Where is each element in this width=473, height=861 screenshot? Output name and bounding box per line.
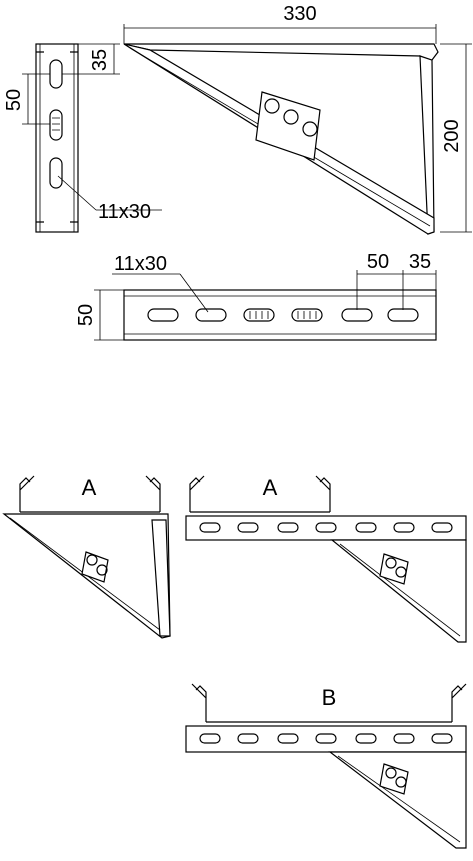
rail-slot-4 — [315, 522, 337, 533]
slot-leader — [57, 175, 97, 211]
rail-body — [123, 289, 437, 341]
tray-hook-right — [145, 475, 161, 512]
rail-height-label: 50 — [75, 304, 97, 326]
rail-slot-4 — [291, 308, 323, 322]
rail-slot-2 — [237, 522, 259, 533]
rail-slot-3 — [277, 733, 299, 744]
rail-slot-6 — [393, 733, 415, 744]
clamp-hole-1 — [385, 557, 397, 569]
rail-slot-7 — [431, 733, 453, 744]
installation-view-b: B — [185, 683, 467, 849]
rail-slot-5 — [355, 522, 377, 533]
bracket-view: 330 200 — [123, 3, 472, 235]
rail-slot-6 — [387, 308, 419, 322]
tray-hook-left — [191, 683, 207, 722]
side-profile-view: 35 50 11x30 — [3, 43, 162, 233]
clamp-hole-1 — [86, 554, 98, 566]
rail-slot-4-hatch — [297, 311, 317, 319]
rail-slot-2 — [195, 308, 227, 322]
rail-slot-5 — [355, 733, 377, 744]
rail-slot-2 — [237, 733, 259, 744]
clamp-hole-2 — [96, 564, 108, 576]
profile-slot-2 — [49, 109, 63, 141]
clamp-hole-2 — [283, 109, 299, 125]
rail-slot-6 — [393, 522, 415, 533]
rail-slot-3 — [243, 308, 275, 322]
clamp-hole-1 — [264, 98, 280, 114]
profile-flanges — [36, 51, 78, 223]
rail-slot-leader — [179, 273, 209, 313]
profile-slot-2-hatch — [52, 117, 60, 131]
bracket-strut — [330, 539, 467, 643]
clamp-hole-2 — [395, 566, 407, 578]
rail-view: 50 11x30 50 35 — [75, 251, 437, 341]
dim-35-label: 35 — [89, 49, 111, 71]
profile-body — [35, 43, 79, 233]
tray-hook-right — [315, 475, 331, 512]
rail-slot-4 — [315, 733, 337, 744]
profile-slot-1 — [49, 59, 63, 89]
rail-slot-5 — [341, 308, 373, 322]
tray-hook-left — [19, 475, 35, 512]
clamp-hole-1 — [385, 767, 397, 779]
dim-330-label: 330 — [283, 3, 316, 25]
clamp-hole-3 — [302, 121, 318, 137]
installation-view-a-right: A — [185, 475, 467, 643]
rail-slot-1 — [199, 522, 221, 533]
slot-size-label: 11x30 — [98, 201, 151, 223]
rail-slot-size-label: 11x30 — [114, 253, 167, 275]
bracket-clamp-plate — [255, 91, 321, 161]
clamp-hole-2 — [395, 776, 407, 788]
bracket-top-arm — [123, 43, 439, 63]
rail-body — [185, 725, 467, 753]
bracket-strut — [328, 751, 467, 849]
rail-slot-3-hatch — [249, 311, 269, 319]
dim-50-label: 50 — [3, 89, 25, 111]
view-label-a1: A — [82, 475, 97, 500]
tray-hook-left — [189, 475, 205, 512]
installation-view-a-left: A — [2, 475, 171, 639]
rail-body — [185, 515, 467, 541]
bracket-upright — [419, 55, 435, 235]
rail-slot-1 — [199, 733, 221, 744]
rail-slot-spacing-label: 50 — [367, 251, 389, 273]
tray-hook-right — [451, 683, 467, 722]
dim-200-label: 200 — [441, 119, 463, 152]
bracket-upright — [151, 519, 171, 637]
bracket-strut-edge — [339, 543, 461, 637]
bracket-strut-edge — [337, 755, 461, 843]
view-label-a2: A — [263, 475, 278, 500]
profile-slot-3 — [49, 157, 63, 189]
rail-slot-1 — [147, 308, 179, 322]
view-label-b: B — [322, 685, 337, 710]
rail-edge-offset-label: 35 — [409, 251, 431, 273]
rail-slot-3 — [277, 522, 299, 533]
rail-slot-7 — [431, 522, 453, 533]
